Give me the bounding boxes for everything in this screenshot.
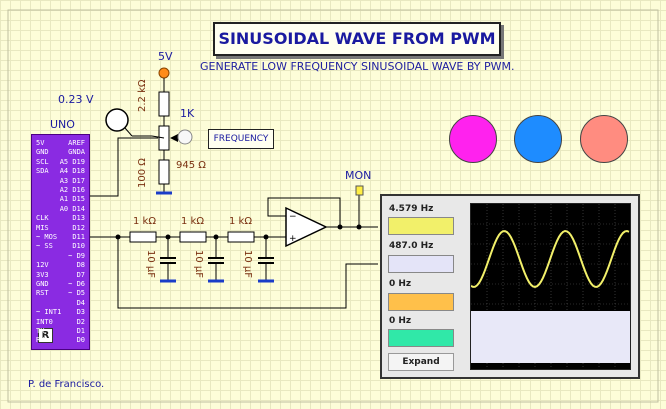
wire-feedback (267, 197, 341, 227)
scope-traces (470, 204, 630, 369)
board-pin-left: GND (36, 280, 49, 288)
filter-capacitor-1 (160, 237, 176, 283)
oscilloscope: 4.579 Hz 487.0 Hz 0 Hz 0 Hz Expand (380, 194, 640, 379)
resistor-2k2 (158, 91, 170, 117)
board-pin-right: ~ D6 (68, 280, 85, 288)
resistor-100 (158, 159, 170, 185)
cap-2-label: 10 µF (193, 250, 204, 279)
sheet-border (7, 9, 659, 403)
pot-label: 1K (180, 107, 195, 120)
board-pin-right: D2 (76, 317, 85, 326)
board-pin-right: A0 D14 (59, 204, 85, 213)
r-filter-3-label: 1 kΩ (229, 216, 252, 227)
channel-2-value: 487.0 Hz (389, 241, 434, 251)
filter-resistor-1 (129, 231, 157, 243)
board-badge: R (38, 328, 53, 343)
board-pin-right: GNDA (68, 148, 85, 157)
board-pin-right: D13 (72, 214, 85, 223)
page-subtitle: GENERATE LOW FREQUENCY SINUSOIDAL WAVE B… (200, 60, 515, 73)
pwm-trace (471, 311, 630, 363)
cap-3-label: 10 µF (242, 250, 253, 279)
board-pin-left: SCL (36, 157, 49, 166)
channel-2-bar[interactable] (388, 255, 454, 273)
pot-knob (177, 129, 193, 145)
board-pin-right: D8 (76, 261, 85, 270)
board-pin-right: D4 (76, 298, 85, 307)
r-filter-1-label: 1 kΩ (133, 216, 156, 227)
pot-wiper (170, 134, 178, 142)
board-pin-left: RST (36, 289, 49, 298)
r-bottom-label: 100 Ω (137, 158, 148, 188)
channel-3-value: 0 Hz (389, 279, 412, 289)
mon-label: MON (345, 169, 372, 182)
board-pin-left: 12V (36, 261, 49, 270)
board-pin-right: D3 (76, 308, 85, 317)
board-pin-right: AREF (68, 139, 85, 147)
board-pin-right: D7 (76, 270, 85, 279)
channel-4-value: 0 Hz (389, 316, 412, 326)
board-pin-right: D11 (72, 233, 85, 241)
page-title: SINUSOIDAL WAVE FROM PWM (213, 22, 501, 56)
board-pin-left: SDA (36, 167, 49, 176)
pot-value: 945 Ω (176, 160, 206, 171)
svg-text:+: + (289, 234, 297, 244)
board-pin-right: A1 D15 (59, 195, 85, 204)
board-pin-left: CLK (36, 214, 49, 223)
board-pin-left: 5V (36, 139, 45, 147)
board-pin-left: RX (36, 336, 45, 345)
expand-button[interactable]: Expand (388, 353, 454, 371)
author-credit: P. de Francisco. (28, 379, 105, 390)
channel-4-bar[interactable] (388, 329, 454, 347)
board-pin-right: A2 D16 (59, 186, 85, 194)
scope-screen (470, 203, 631, 370)
board-pin-left: ~ SS (36, 242, 53, 251)
board-pin-right: A4 D18 (59, 167, 85, 176)
board-pin-right: ~ D9 (68, 251, 85, 260)
supply-5v-dot (158, 67, 170, 79)
board-pin-left: GND (36, 148, 49, 157)
filter-resistor-3 (227, 231, 255, 243)
wire-pwm-scope (117, 237, 378, 309)
board-pin-right: A5 D19 (59, 157, 85, 166)
probe-lead (124, 127, 133, 137)
board-pin-right: D12 (72, 223, 85, 232)
indicator-magenta (449, 115, 497, 163)
board-pin-left: MIS (36, 223, 49, 232)
frequency-button[interactable]: FREQUENCY (208, 129, 274, 149)
board-pin-right: D10 (72, 242, 85, 251)
probe-value: 0.23 V (58, 93, 94, 106)
voltage-probe (105, 108, 129, 132)
indicator-blue (514, 115, 562, 163)
channel-3-bar[interactable] (388, 293, 454, 311)
r-filter-2-label: 1 kΩ (181, 216, 204, 227)
r-top-label: 2.2 kΩ (137, 79, 148, 112)
board-pin-right: D0 (76, 336, 85, 345)
board-pin-right: A3 D17 (59, 176, 85, 185)
board-name: UNO (50, 118, 75, 131)
channel-1-bar[interactable] (388, 217, 454, 235)
op-amp (285, 206, 328, 248)
board-pin-left: 3V3 (36, 270, 49, 279)
board-pin-right: ~ D5 (68, 289, 85, 298)
board-pin-left: ~ INT1 (36, 308, 62, 317)
indicator-salmon (580, 115, 628, 163)
filter-resistor-2 (179, 231, 207, 243)
wire-pot-a0 (88, 137, 158, 197)
cap-1-label: 10 µF (145, 250, 156, 279)
channel-1-value: 4.579 Hz (389, 204, 434, 214)
supply-label: 5V (158, 50, 173, 63)
mon-probe (355, 185, 364, 196)
board-pin-left: TX (36, 327, 45, 335)
svg-text:−: − (289, 212, 297, 222)
board-pin-left: INT0 (36, 317, 53, 326)
filter-capacitor-2 (208, 237, 224, 283)
sine-trace (470, 229, 630, 289)
board-pin-right: D1 (76, 327, 85, 335)
filter-capacitor-3 (258, 237, 274, 283)
board-pin-left: ~ MOS (36, 233, 58, 241)
